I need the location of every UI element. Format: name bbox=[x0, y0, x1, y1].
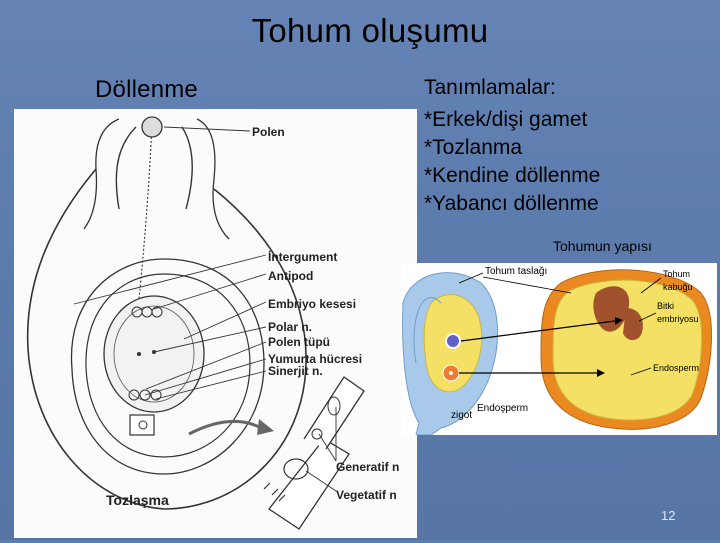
pollen-grain bbox=[141, 116, 163, 138]
leader-tohum-kabugu bbox=[640, 277, 662, 294]
endosperm-nucleus-dot bbox=[449, 371, 453, 375]
pollen-tube-tip bbox=[138, 420, 148, 430]
pointer-arrow bbox=[188, 419, 260, 436]
definitions-title: Tanımlamalar: bbox=[424, 76, 556, 99]
leader-tohum-taslagi bbox=[458, 272, 484, 284]
leader-yumurta bbox=[144, 358, 267, 396]
embryo-sac-inner bbox=[113, 305, 195, 403]
slide-subtitle: Döllenme bbox=[95, 76, 198, 103]
definitions-list: *Erkek/dişi gamet *Tozlanma *Kendine döl… bbox=[424, 106, 600, 218]
generative-nucleus-2 bbox=[311, 428, 323, 440]
label-bitki-2: embriyosu bbox=[657, 314, 699, 324]
leader-intergument bbox=[73, 254, 267, 305]
definition-item: *Erkek/dişi gamet bbox=[424, 108, 588, 131]
leader-bitki bbox=[638, 312, 657, 322]
definition-item: *Tozlanma bbox=[424, 136, 523, 159]
pollen-tube-inset bbox=[268, 438, 350, 530]
zygote bbox=[445, 333, 461, 349]
micropyle bbox=[129, 414, 155, 436]
definition-item: *Kendine döllenme bbox=[424, 164, 601, 187]
label-antipod: Antipod bbox=[268, 269, 313, 283]
tube-hatching bbox=[263, 482, 286, 502]
leader-generatif bbox=[318, 433, 337, 462]
label-polar: Polar n. bbox=[268, 320, 312, 334]
pollen-tube bbox=[138, 124, 153, 300]
egg-cell bbox=[139, 389, 151, 401]
leader-antipod bbox=[153, 273, 267, 310]
label-tohum-kabugu-2: kabuğu bbox=[663, 282, 693, 292]
label-endosperm-right: Endosperm bbox=[653, 363, 699, 373]
label-yumurta: Yumurta hücresi bbox=[268, 352, 362, 366]
seed-structure-svg: Tohum taslağı Tohum kabuğu Bitki embriyo… bbox=[402, 266, 713, 436]
leader-tohum-taslagi-2 bbox=[482, 276, 572, 294]
seed-endosperm bbox=[552, 279, 703, 421]
label-endosperm-bottom: Endoşperm bbox=[477, 403, 528, 414]
arrowhead-endosperm bbox=[597, 369, 605, 377]
integument-fold bbox=[413, 297, 442, 364]
outer-style-line bbox=[83, 118, 120, 230]
fertilization-diagram: Polen İntergument Antipod Embriyo kesesi… bbox=[14, 109, 417, 538]
fertilization-diagram-svg: Polen İntergument Antipod Embriyo kesesi… bbox=[26, 116, 399, 530]
label-bitki-1: Bitki bbox=[657, 301, 674, 311]
label-embriyo-kesesi: Embriyo kesesi bbox=[268, 297, 356, 311]
label-tozlasma: Tozlaşma bbox=[106, 492, 169, 508]
outer-integument bbox=[70, 258, 265, 475]
arrowhead-zygote bbox=[615, 317, 623, 325]
arrow-zygote-embryo bbox=[460, 320, 616, 342]
leader-polen bbox=[163, 126, 251, 132]
synergid-cell bbox=[150, 389, 162, 401]
ovary-wall bbox=[26, 168, 307, 510]
label-generatif: Generatif n bbox=[336, 460, 399, 474]
label-vegetatif: Vegetatif n bbox=[336, 488, 397, 502]
leader-embriyo-kesesi bbox=[183, 301, 267, 340]
leader-vegetatif bbox=[305, 470, 337, 492]
label-polen: Polen bbox=[252, 125, 285, 139]
leader-polar bbox=[153, 326, 267, 353]
label-tohum-taslagi: Tohum taslağı bbox=[485, 266, 547, 277]
label-intergument: İntergument bbox=[268, 249, 337, 264]
seed-structure-diagram: Tohum taslağı Tohum kabuğu Bitki embriyo… bbox=[401, 263, 717, 436]
synergid-cell bbox=[128, 389, 140, 401]
slide-title: Tohum oluşumu bbox=[251, 12, 489, 49]
label-sinerjit: Sinerjit n. bbox=[268, 364, 323, 378]
antipod-cell bbox=[151, 306, 163, 318]
vegetative-nucleus bbox=[283, 458, 309, 480]
label-polen-tupu: Polen tüpü bbox=[268, 335, 330, 349]
style-outline bbox=[115, 126, 193, 210]
outer-style-line bbox=[196, 118, 230, 240]
definition-item: *Yabancı döllenme bbox=[424, 192, 599, 215]
pollen-tube-inset-upper bbox=[303, 376, 365, 450]
leader-polen-tupu bbox=[145, 341, 267, 390]
leader-sinerjit bbox=[155, 370, 267, 400]
pointer-arrowhead bbox=[257, 419, 274, 435]
generative-nucleus bbox=[327, 396, 341, 416]
label-zigot: zigot bbox=[451, 410, 472, 421]
page-number: 12 bbox=[661, 508, 676, 523]
plant-embryo-tip bbox=[623, 308, 643, 341]
seed-structure-caption: Tohumun yapısı bbox=[553, 238, 652, 254]
polar-nucleus bbox=[137, 352, 141, 356]
label-tohum-kabugu-1: Tohum bbox=[663, 269, 690, 279]
leader-endosperm bbox=[630, 367, 652, 376]
